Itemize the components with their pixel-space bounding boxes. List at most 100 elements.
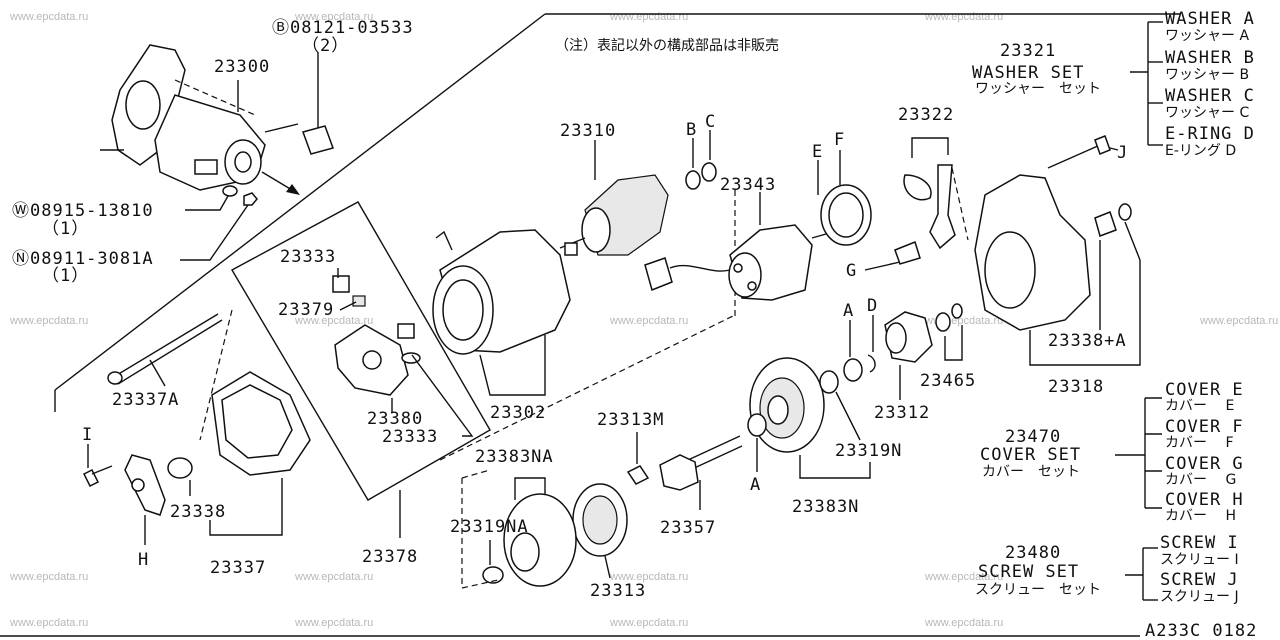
washer-set-item: E-RING D (1165, 124, 1255, 144)
label-bolt-b: Ⓑ08121-03533 (272, 18, 414, 38)
leader (1124, 221, 1141, 261)
washer-a-pinion (843, 358, 863, 382)
frame-diagonal (54, 13, 546, 391)
through-bolt (111, 313, 219, 379)
label-23337: 23337 (210, 558, 266, 578)
brush-23333b (397, 323, 415, 339)
label-ref-F: F (834, 130, 845, 150)
bearing-23319NA (482, 566, 504, 584)
label-ref-A: A (843, 301, 854, 321)
gear-case-bore (510, 532, 540, 572)
watermark: www.epcdata.ru (294, 315, 373, 327)
bearing-23319N (819, 370, 839, 394)
label-23470: 23470 (1005, 427, 1061, 447)
lever-23322 (864, 137, 969, 271)
watermark: www.epcdata.ru (294, 617, 373, 629)
roller-23313M (626, 465, 650, 485)
yoke-inner (442, 279, 484, 341)
bracket-23383N (799, 455, 871, 479)
cover-set-name-jp: カバー セット (982, 464, 1080, 480)
armature-23310 (559, 140, 669, 256)
lever-spring (903, 174, 932, 201)
screw-j-head (1094, 135, 1111, 155)
bushing-23338A (1094, 211, 1117, 237)
label-23378: 23378 (362, 547, 418, 567)
solenoid-terminal (747, 281, 757, 291)
label-nut-n: Ⓝ08911-3081A (12, 249, 154, 269)
label-23343: 23343 (720, 175, 776, 195)
brush-23333 (332, 275, 350, 293)
watermark: www.epcdata.ru (1199, 315, 1278, 327)
label-washer-w-qty: （1） (42, 219, 89, 239)
leader (1109, 147, 1119, 151)
label-ref-C: C (705, 112, 716, 132)
label-ref-A2: A (750, 475, 761, 495)
watermark: www.epcdata.ru (609, 571, 688, 583)
leader (180, 204, 249, 261)
cover-set-item-jp: カバー E (1165, 398, 1234, 414)
screw-set-item-jp: スクリュー I (1160, 552, 1239, 568)
brush-holder-box (231, 201, 491, 501)
clutch-inner (582, 495, 618, 545)
bracket-23302 (479, 335, 546, 396)
dash (174, 79, 256, 116)
brush-holder-parts (332, 268, 474, 437)
watermark: www.epcdata.ru (294, 571, 373, 583)
arrow-line (261, 171, 293, 191)
watermark: www.epcdata.ru (9, 617, 88, 629)
washer-set-item: WASHER C (1165, 86, 1255, 106)
solenoid-23343 (644, 190, 827, 320)
shaft-gear-23357 (659, 454, 699, 491)
yoke-23302 (432, 229, 571, 396)
watermark: www.epcdata.ru (924, 617, 1003, 629)
cover-set-item: COVER H (1165, 490, 1244, 510)
bracket-hole (125, 80, 161, 130)
label-23321: 23321 (1000, 41, 1056, 61)
arrow-head (286, 184, 300, 195)
dash (461, 579, 499, 589)
lead-wire (669, 264, 731, 272)
front-housing-23318 (974, 135, 1141, 366)
label-23465: 23465 (920, 371, 976, 391)
nut-n (243, 192, 258, 206)
bolt-b (302, 52, 334, 155)
starter-assembly (100, 44, 299, 191)
cover-h-hole (131, 478, 145, 492)
label-23383N: 23383N (792, 497, 859, 517)
rear-cover-group (82, 309, 311, 545)
cover-h (124, 454, 166, 516)
stop-ring (935, 312, 951, 332)
bolt-head (302, 125, 334, 155)
shaft (689, 445, 743, 471)
connector (644, 257, 673, 292)
label-23357: 23357 (660, 518, 716, 538)
washer-set-item: WASHER A (1165, 9, 1255, 29)
cover-g (894, 241, 921, 265)
label-23333b: 23333 (382, 427, 438, 447)
label-ref-H: H (138, 550, 149, 570)
washer-set-item: WASHER B (1165, 48, 1255, 68)
bracket-23337 (209, 478, 283, 536)
label-23337A: 23337A (112, 390, 179, 410)
bushing-23338 (167, 457, 193, 479)
through-bolt (117, 319, 223, 385)
label-23319N: 23319N (835, 441, 902, 461)
label-23310: 23310 (560, 121, 616, 141)
spring-23379 (352, 295, 366, 307)
bracket-23322 (911, 137, 949, 158)
bracket-23318 (1029, 260, 1141, 366)
screw-j-shank (1047, 144, 1101, 169)
watermark: www.epcdata.ru (924, 11, 1003, 23)
label-23379: 23379 (278, 300, 334, 320)
label-washer-w: Ⓦ08915-13810 (12, 201, 154, 221)
note-not-sold: （注）表記以外の構成部品は非販売 (555, 37, 779, 54)
leader (864, 261, 901, 271)
watermark: www.epcdata.ru (9, 571, 88, 583)
plunger (811, 233, 827, 239)
cover-set-name: COVER SET (980, 445, 1081, 465)
leader (604, 555, 611, 579)
watermark: www.epcdata.ru (609, 11, 688, 23)
washer-b (685, 170, 701, 190)
